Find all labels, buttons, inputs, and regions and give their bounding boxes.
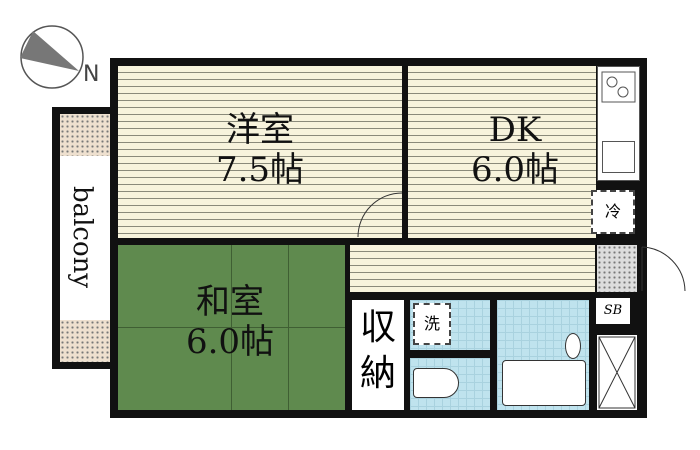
- storage-label: 収納: [359, 307, 396, 394]
- sink-icon: [602, 141, 635, 173]
- shoebox: SB: [596, 298, 630, 324]
- balcony-label: balcony: [67, 185, 97, 289]
- storage-closet: [352, 300, 404, 410]
- toilet-icon: [413, 368, 459, 398]
- western-room: [118, 66, 402, 238]
- bathtub-icon: [502, 360, 586, 406]
- stove-icon: [601, 71, 636, 103]
- compass-north-label: N: [83, 62, 100, 87]
- kitchen-counter: [597, 66, 640, 181]
- balcony-drain-top: [60, 114, 110, 156]
- hallway: [350, 245, 595, 292]
- balcony-drain-bottom: [60, 320, 110, 362]
- entrance: [597, 245, 637, 292]
- compass-icon: [20, 25, 84, 89]
- dk-room: [408, 66, 596, 238]
- pipe-space: [597, 335, 637, 410]
- washbasin-icon: [565, 333, 581, 359]
- fridge-space: 冷: [591, 190, 635, 234]
- japanese-room: [118, 245, 345, 410]
- door-swing-western: [357, 192, 403, 238]
- entrance-door-icon[interactable]: [640, 245, 695, 295]
- washer-space: 洗: [413, 303, 451, 345]
